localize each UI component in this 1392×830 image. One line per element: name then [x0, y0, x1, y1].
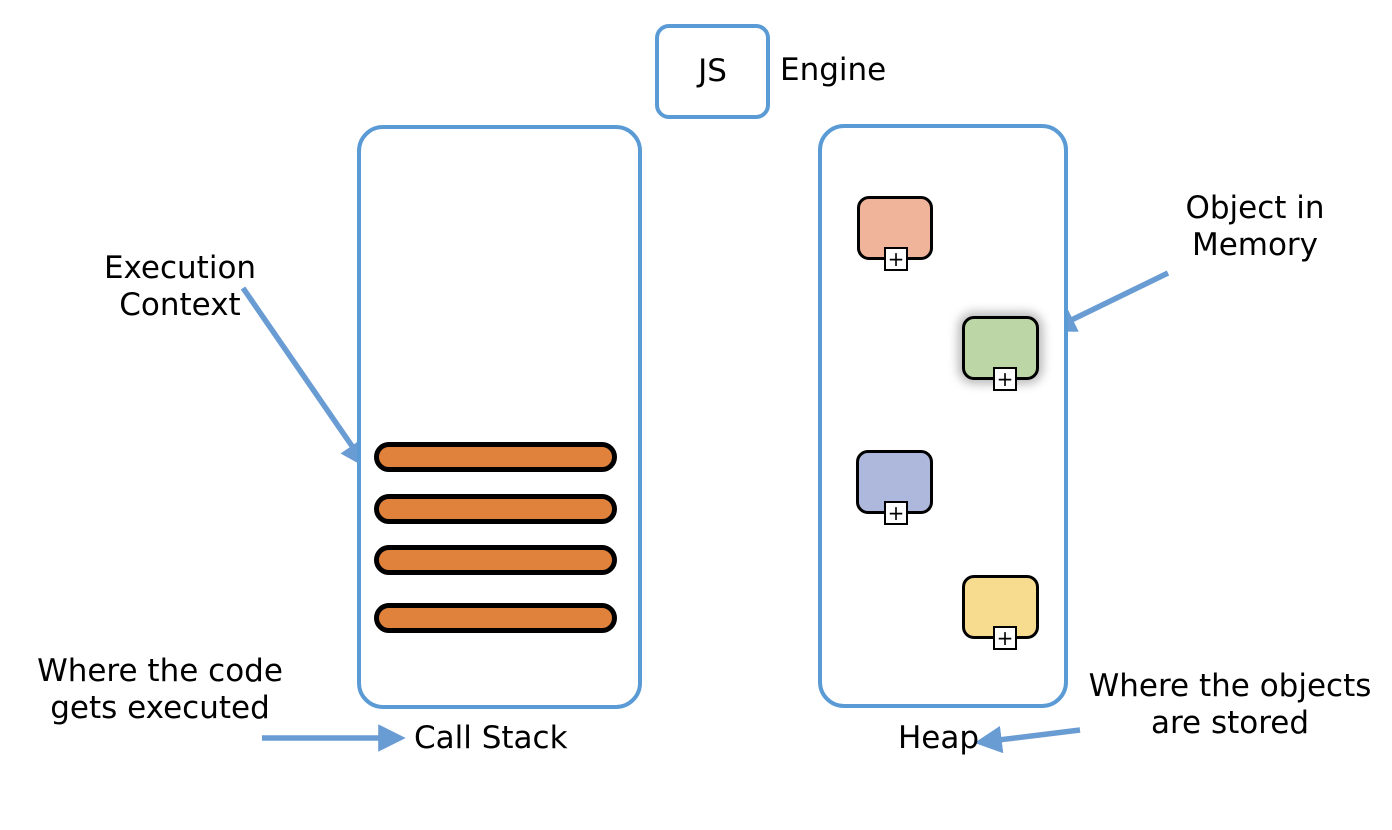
heap-title: Heap [898, 720, 980, 756]
call-stack-frame[interactable] [374, 545, 617, 575]
call-stack-frame[interactable] [374, 603, 617, 633]
heap-object-expand-icon[interactable]: + [884, 247, 908, 271]
arrow-object-in-memory [1048, 270, 1170, 332]
execution-context-annotation: Execution Context [103, 250, 257, 323]
heap-object-expand-icon[interactable]: + [993, 367, 1017, 391]
call-stack-frame[interactable] [374, 442, 617, 472]
heap-caption: Where the objects are stored [1088, 668, 1372, 741]
call-stack-frame[interactable] [374, 494, 617, 524]
heap-object-expand-icon[interactable]: + [993, 626, 1017, 650]
call-stack-caption: Where the code gets executed [37, 653, 283, 726]
js-engine-word-label: Engine [780, 52, 887, 88]
js-engine-badge: JS [655, 24, 770, 119]
object-in-memory-annotation: Object in Memory [1185, 190, 1325, 263]
heap-object-1[interactable]: + [857, 196, 933, 271]
heap-object-2[interactable]: + [962, 316, 1039, 391]
call-stack-title: Call Stack [414, 720, 568, 756]
heap-object-4[interactable]: + [962, 575, 1039, 650]
js-engine-badge-label: JS [698, 53, 727, 90]
heap-object-3[interactable]: + [856, 450, 933, 525]
heap-object-expand-icon[interactable]: + [884, 501, 908, 525]
arrow-heap-caption [974, 725, 1081, 754]
